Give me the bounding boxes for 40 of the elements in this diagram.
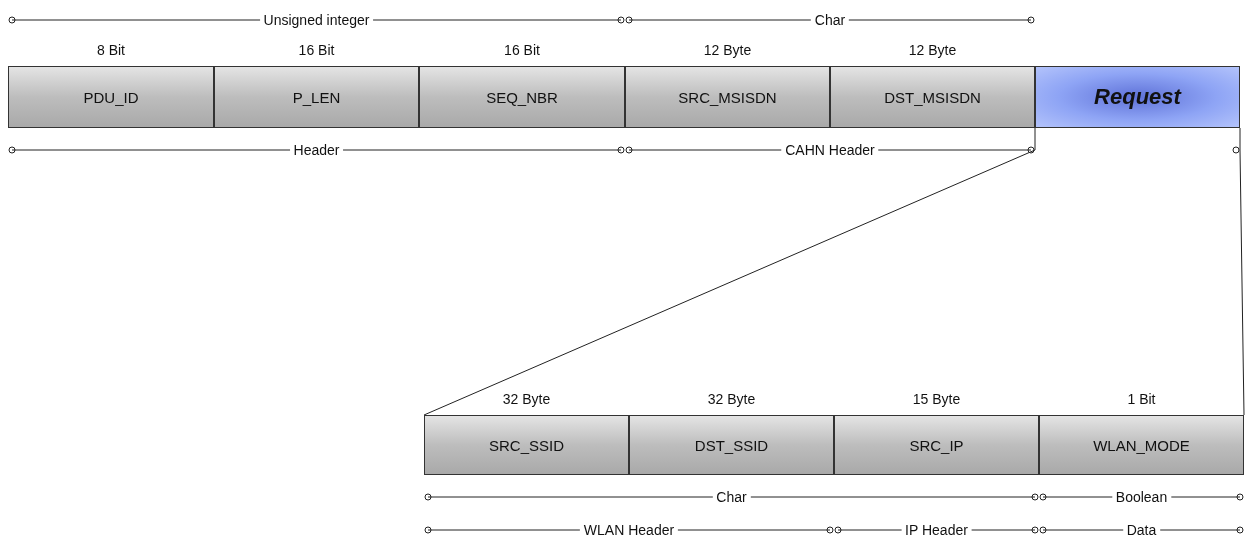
field-box (629, 415, 834, 475)
field-size-label: 16 Bit (298, 42, 335, 58)
range-label: Boolean (1111, 489, 1172, 505)
field-name: P_LEN (292, 88, 341, 106)
field-box (419, 66, 625, 128)
field-size-label: 1 Bit (1127, 391, 1156, 407)
field-size-label: 32 Byte (502, 391, 551, 407)
range-label: Unsigned integer (259, 12, 374, 28)
field-box (830, 66, 1035, 128)
field-box (834, 415, 1039, 475)
expansion-line (1239, 127, 1245, 416)
highlighted-field-box (1035, 66, 1240, 128)
range-label: Header (289, 142, 344, 158)
field-size-label: 8 Bit (97, 42, 125, 58)
field-name: Request (1094, 84, 1181, 110)
field-name: DST_SSID (694, 436, 769, 454)
field-size-label: 16 Bit (504, 42, 540, 58)
expansion-line (423, 127, 1036, 416)
field-size-label: 12 Byte (908, 42, 957, 58)
field-size-label: 12 Byte (703, 42, 752, 58)
range-label: Char (810, 12, 850, 28)
field-size-label: 32 Byte (707, 391, 756, 407)
field-name: SRC_IP (909, 436, 964, 454)
field-box (424, 415, 629, 475)
field-box (214, 66, 419, 128)
field-name: PDU_ID (83, 88, 139, 106)
range-label: IP Header (901, 522, 972, 538)
range-label: CAHN Header (781, 142, 879, 158)
field-name: SRC_SSID (489, 436, 564, 454)
range-label: Char (712, 489, 751, 505)
field-box (1039, 415, 1244, 475)
field-box (8, 66, 214, 128)
range-label: Data (1122, 522, 1161, 538)
range-label: WLAN Header (579, 522, 679, 538)
field-name: SEQ_NBR (486, 88, 558, 106)
field-name: SRC_MSISDN (678, 88, 777, 106)
field-name: DST_MSISDN (884, 88, 981, 106)
field-name: WLAN_MODE (1093, 436, 1190, 454)
field-box (625, 66, 830, 128)
field-size-label: 15 Byte (912, 391, 961, 407)
